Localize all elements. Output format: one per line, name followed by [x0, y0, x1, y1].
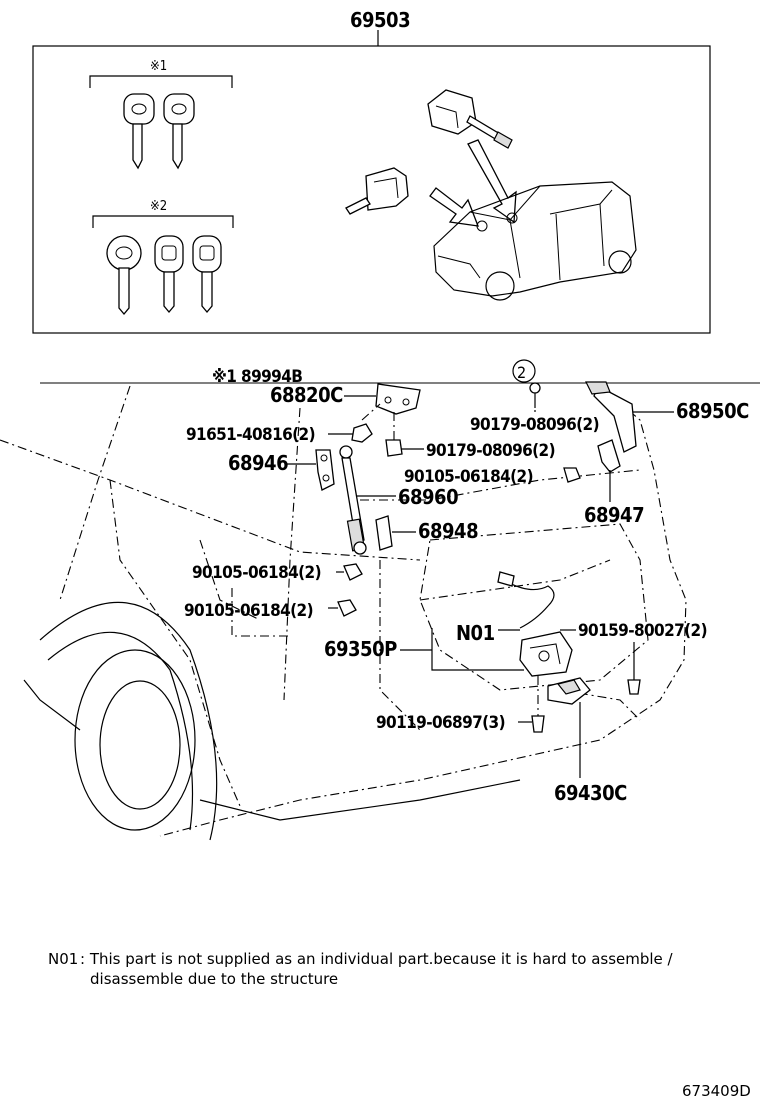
- part-label-68960: 68960: [398, 485, 458, 509]
- bracket-icon: [597, 439, 621, 473]
- bolt-icon: [563, 467, 581, 483]
- part-label-90159: 90159-80027(2): [578, 621, 707, 641]
- part-label-68946: 68946: [228, 451, 288, 475]
- callout-circle: [512, 359, 536, 383]
- note-line-2: disassemble due to the structure: [90, 970, 338, 988]
- key-icon: [154, 235, 184, 314]
- part-label-90105b: 90105-06184(2): [192, 563, 321, 583]
- vehicle-rear-outline: [0, 382, 760, 841]
- part-label-90105a: 90105-06184(2): [404, 467, 533, 487]
- hinge-bracket-icon: [375, 383, 421, 415]
- part-label-68948: 68948: [418, 519, 478, 543]
- part-label-90105c: 90105-06184(2): [184, 601, 313, 621]
- bolt-icon: [337, 599, 357, 617]
- key-group-1-bracket: [89, 75, 233, 88]
- door-cylinder-icon: [345, 167, 409, 215]
- assembly-box: [32, 45, 711, 334]
- bolt-icon: [343, 563, 363, 581]
- lock-harness-icon: [499, 577, 555, 629]
- part-label-90179b: 90179-08096(2): [426, 441, 555, 461]
- part-label-90179a: 90179-08096(2): [470, 415, 599, 435]
- bolt-icon: [351, 423, 373, 443]
- arrow-icon: [467, 139, 517, 224]
- part-label-n01: N01: [456, 621, 495, 645]
- figure-id: 673409D: [682, 1082, 751, 1100]
- key-group-1-mark: ※1: [150, 59, 167, 74]
- part-label-68947: 68947: [584, 503, 644, 527]
- damper-stay-icon: [339, 445, 367, 555]
- key-icon: [163, 93, 195, 170]
- bolt-icon: [529, 382, 541, 394]
- part-label-69430c: 69430C: [554, 781, 627, 805]
- key-group-2-mark: ※2: [150, 199, 167, 214]
- vehicle-overview-icon: [433, 181, 637, 301]
- part-label-91651: 91651-40816(2): [186, 425, 315, 445]
- key-group-2-bracket: [92, 215, 234, 228]
- part-label-90119: 90119-06897(3): [376, 713, 505, 733]
- screw-icon: [531, 715, 545, 733]
- bracket-icon: [315, 449, 335, 491]
- nut-icon: [385, 439, 403, 457]
- back-door-lock-icon: [519, 631, 573, 677]
- assembly-number-label: 69503: [350, 8, 410, 32]
- arrow-icon: [429, 187, 480, 227]
- note-line-1: : This part is not supplied as an indivi…: [80, 950, 674, 968]
- callout-circle-number: 2: [517, 363, 526, 382]
- bracket-icon: [375, 515, 393, 551]
- part-label-69350p: 69350P: [324, 637, 397, 661]
- note-code: N01: [48, 950, 78, 968]
- screw-icon: [627, 679, 641, 695]
- key-icon: [123, 93, 155, 170]
- part-label-89994b: ※1 89994B: [212, 367, 302, 387]
- ignition-cylinder-icon: [427, 89, 513, 149]
- part-label-68950c: 68950C: [676, 399, 749, 423]
- key-icon: [106, 235, 142, 316]
- part-label-68820c: 68820C: [270, 383, 343, 407]
- hinge-icon: [593, 385, 637, 453]
- lock-set-assembly-group: 69503 ※1 ※2: [32, 8, 711, 334]
- key-icon: [192, 235, 222, 314]
